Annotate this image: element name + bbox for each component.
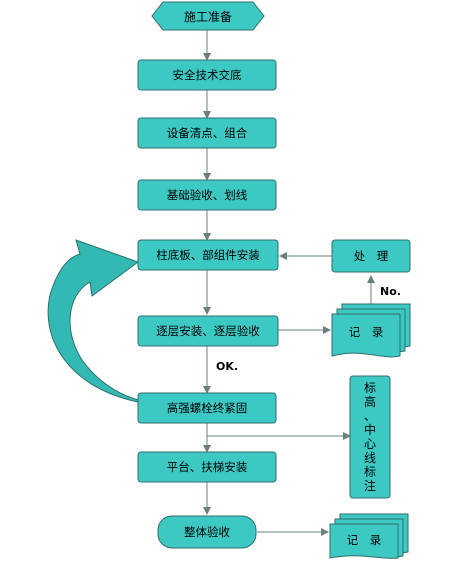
node-marking: 标高、中心线标注 [349, 375, 391, 499]
node-overall-acceptance-label: 整体验收 [184, 525, 230, 539]
node-bolt-fasten-label: 高强螺栓终紧固 [167, 401, 248, 415]
node-marking-char: 注 [364, 478, 376, 493]
node-start: 施工准备 [151, 1, 265, 31]
node-platform-install-label: 平台、扶梯安装 [167, 460, 248, 474]
node-foundation-check: 基础验收、划线 [137, 179, 277, 211]
node-handle-label: 处 理 [354, 249, 389, 263]
node-bolt-fasten: 高强螺栓终紧固 [137, 392, 277, 424]
node-start-label: 施工准备 [184, 10, 232, 24]
node-marking-label: 标高、中心线标注 [364, 381, 376, 493]
node-marking-char: 心 [364, 437, 376, 451]
node-layer-install-label: 逐层安装、逐层验收 [156, 324, 260, 338]
label-ok: OK. [216, 360, 238, 373]
node-column-install-label: 柱底板、部组件安装 [156, 248, 260, 262]
node-equipment-check-label: 设备清点、组合 [167, 126, 248, 140]
node-marking-char: 标 [364, 381, 376, 395]
node-record-2-label: 记 录 [347, 533, 382, 547]
node-overall-acceptance: 整体验收 [157, 515, 257, 549]
feedback-curved-arrow [47, 239, 140, 403]
node-record-1-label: 记 录 [349, 325, 384, 339]
node-platform-install: 平台、扶梯安装 [137, 451, 277, 483]
connectors [203, 30, 375, 536]
node-handle: 处 理 [331, 239, 411, 273]
node-marking-char: 标 [364, 465, 376, 479]
node-safety-briefing-label: 安全技术交底 [173, 68, 242, 82]
node-foundation-check-label: 基础验收、划线 [167, 188, 248, 202]
node-layer-install: 逐层安装、逐层验收 [137, 315, 279, 347]
node-equipment-check: 设备清点、组合 [137, 117, 277, 149]
node-marking-char: 中 [364, 422, 376, 437]
node-column-install: 柱底板、部组件安装 [137, 239, 279, 271]
node-safety-briefing: 安全技术交底 [137, 59, 277, 91]
node-record-2: 记 录 [329, 513, 409, 559]
node-record-1: 记 录 [331, 303, 411, 358]
label-no: No. [380, 285, 401, 298]
node-marking-char: 高 [364, 394, 376, 409]
node-marking-char: 、 [364, 409, 376, 423]
node-marking-char: 线 [364, 451, 376, 465]
